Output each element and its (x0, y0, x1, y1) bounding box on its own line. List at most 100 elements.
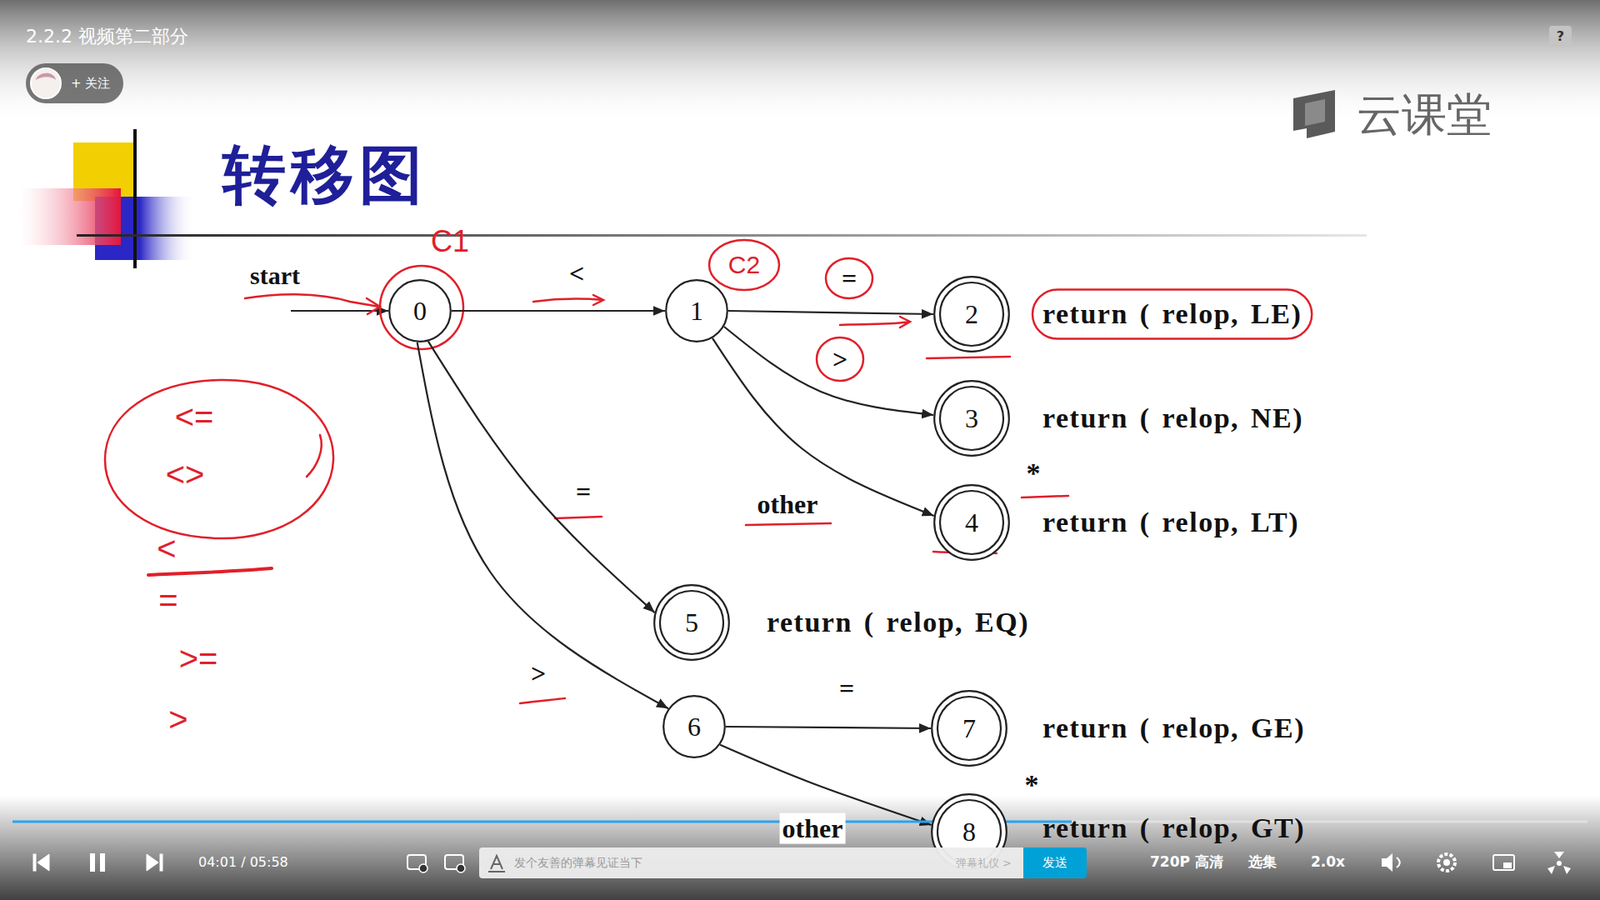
annotation-ring (825, 258, 873, 299)
annotation-stroke (520, 698, 565, 704)
comment-input-text: 发个友善的弹幕见证当下 (514, 855, 643, 871)
state-ring (937, 696, 1001, 760)
episode-button: 选集 (1248, 854, 1277, 871)
prev-icon (37, 854, 50, 871)
progress-played (12, 820, 1072, 824)
state-ring (940, 490, 1004, 555)
handwritten-note: >= (179, 639, 219, 678)
state-ring (665, 280, 728, 342)
edge-label: < (566, 258, 587, 290)
annotation-stroke (533, 295, 604, 305)
transition-arrow (417, 342, 669, 709)
annotation-stroke (306, 435, 322, 477)
retract-star: * (1026, 456, 1041, 490)
accept-state-circle: 3 (933, 380, 1010, 457)
annotation-ring (709, 240, 780, 290)
transition-arrow (428, 341, 655, 613)
annotation-stroke (745, 523, 831, 525)
follow-button-text: + 关注 (70, 75, 110, 92)
state-number: 5 (685, 607, 699, 639)
handwritten-note: <= (175, 397, 215, 436)
handwritten-annotations (105, 240, 1069, 704)
annotation-stroke (926, 356, 1010, 359)
settings-icon (1438, 854, 1455, 871)
state-ring (934, 485, 1010, 560)
accept-state-circle: 4 (933, 484, 1010, 561)
pause-icon (100, 853, 105, 872)
accept-state-circle: 7 (930, 690, 1008, 767)
quality-button: 720P 高清 (1150, 854, 1224, 871)
handwritten-note: < (156, 529, 176, 568)
state-number: 4 (965, 507, 979, 539)
settings-icon (1443, 859, 1450, 866)
state-number: 3 (965, 403, 979, 435)
return-action: return ( relop, EQ) (766, 605, 1030, 639)
pip-icon (1503, 862, 1512, 869)
edge-label: = (839, 263, 860, 295)
transition-arrow (451, 310, 665, 312)
annotation-stroke (840, 316, 910, 328)
transition-arrow (728, 310, 934, 315)
annotation-ring (1032, 289, 1312, 339)
avatar (35, 73, 56, 80)
pause-icon (90, 853, 95, 872)
next-icon (160, 854, 163, 871)
state-number: 0 (413, 295, 427, 327)
player-shade (0, 795, 1600, 900)
state-number: 8 (962, 816, 976, 848)
edge-label: other (755, 489, 821, 520)
state-number: 1 (690, 295, 704, 327)
state-circle: 0 (388, 279, 452, 343)
accept-state-circle: 2 (933, 275, 1010, 353)
return-action: return ( relop, NE) (1042, 401, 1304, 435)
state-ring (940, 282, 1004, 346)
annotation-stroke (245, 294, 380, 315)
state-ring (663, 695, 725, 758)
state-ring (931, 690, 1007, 766)
pip-icon (1493, 855, 1515, 870)
follow-button: + 关注 (25, 63, 124, 104)
volume-icon (1381, 853, 1393, 872)
state-ring (934, 276, 1010, 352)
prev-icon (33, 854, 36, 871)
return-action: return ( relop, GE) (1042, 711, 1305, 745)
annotation-ring (380, 265, 464, 350)
comment-input: 发个友善的弹幕见证当下 弹幕礼仪 > (479, 847, 1024, 879)
accept-state-circle: 5 (653, 584, 730, 661)
brand-logo-text: 云课堂 (1356, 89, 1492, 141)
handwritten-note: C1 (430, 224, 470, 259)
video-title: 2.2.2 视频第二部分 (25, 25, 189, 47)
state-ring (940, 386, 1004, 450)
return-action: return ( relop, LE) (1042, 297, 1302, 330)
follow-button-shape (25, 63, 66, 104)
send-button-text: 发送 (1042, 855, 1068, 871)
font-icon (488, 855, 505, 872)
fullscreen-icon (1556, 860, 1562, 866)
state-ring (654, 585, 730, 660)
edge-label: > (528, 658, 549, 690)
retract-star: * (1025, 768, 1040, 801)
start-label: start (250, 261, 300, 291)
edge-label: other (780, 813, 846, 845)
comment-input-text: 弹幕礼仪 > (955, 855, 1012, 871)
state-number: 2 (965, 299, 979, 330)
volume-icon (1396, 857, 1400, 868)
danmaku-icon (419, 864, 428, 873)
handwritten-note: <> (165, 455, 205, 494)
help-icon-text: ? (1556, 28, 1565, 45)
state-circle: 1 (665, 279, 729, 343)
edge-label: = (836, 673, 857, 705)
speed-button: 2.0x (1310, 854, 1345, 871)
return-action: return ( relop, GT) (1042, 811, 1305, 845)
annotation-stroke (555, 516, 602, 519)
next-icon (146, 854, 159, 871)
annotation-ring (105, 380, 334, 539)
send-button: 发送 (1023, 847, 1087, 879)
avatar (30, 68, 61, 99)
slide-title: 转移图 (222, 139, 428, 212)
annotation-stroke (1021, 495, 1069, 498)
state-number: 7 (962, 713, 976, 745)
state-ring (389, 280, 451, 342)
state-number: 6 (687, 711, 701, 743)
annotation-ring (816, 337, 864, 381)
